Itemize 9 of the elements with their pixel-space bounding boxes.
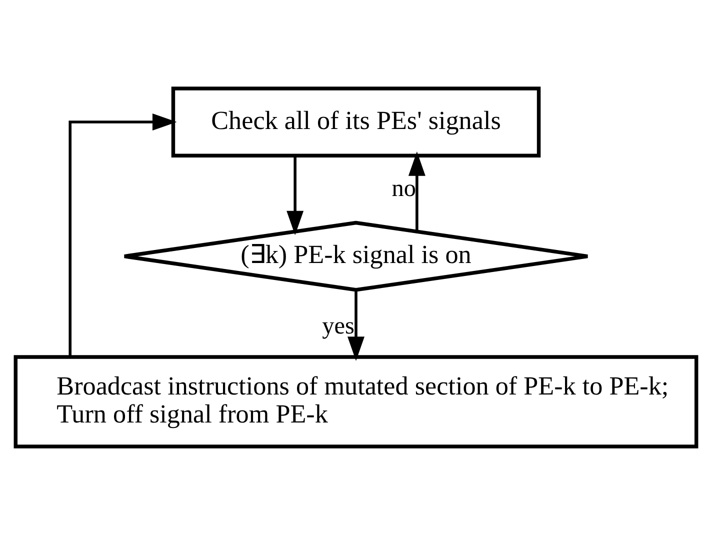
node-box: Check all of its PEs' signals	[171, 86, 541, 157]
edge-label: yes	[322, 312, 354, 339]
edge-label: no	[392, 174, 416, 202]
arrow	[68, 113, 177, 356]
arrow	[286, 155, 304, 235]
arrow	[348, 290, 364, 360]
arrow	[408, 151, 426, 231]
node-diamond: (∃k) PE-k signal is on	[122, 220, 590, 292]
node-box: Broadcast instructions of mutated section of PE-k to PE-k; Turn off signal from PE-k	[14, 354, 698, 448]
